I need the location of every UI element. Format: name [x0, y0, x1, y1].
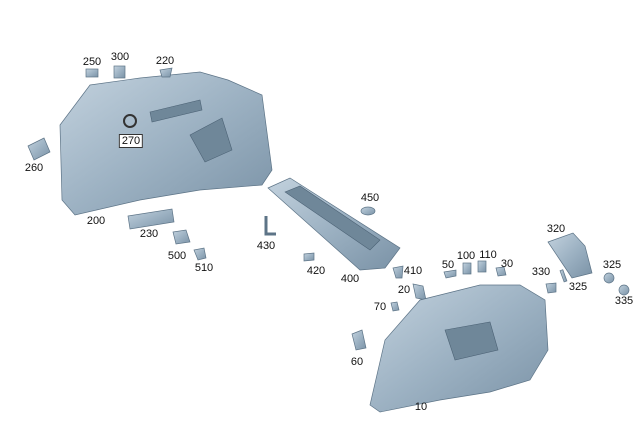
- sill-ribs: [284, 185, 381, 251]
- callout-300: 300: [110, 51, 130, 63]
- hook-270: [123, 114, 137, 128]
- callout-60: 60: [350, 356, 364, 368]
- cover-230: [127, 208, 175, 230]
- callout-410: 410: [403, 265, 423, 277]
- right-panel-recess: [444, 321, 499, 361]
- clip-450: [360, 206, 376, 216]
- clip-220: [159, 67, 173, 78]
- callout-220: 220: [155, 55, 175, 67]
- callout-430: 430: [256, 240, 276, 252]
- cover-320: [547, 232, 593, 279]
- callout-30: 30: [500, 258, 514, 270]
- callout-325-upper: 325: [602, 259, 622, 271]
- callout-100: 100: [456, 250, 476, 262]
- callout-10: 10: [414, 401, 428, 413]
- fastener-500: [172, 229, 191, 245]
- clip-70: [390, 301, 400, 312]
- callout-400: 400: [340, 273, 360, 285]
- callout-260: 260: [24, 162, 44, 174]
- callout-250: 250: [82, 56, 102, 68]
- callout-335: 335: [614, 295, 634, 307]
- callout-320: 320: [546, 223, 566, 235]
- callout-110: 110: [479, 249, 497, 261]
- bracket-260: [27, 137, 51, 161]
- clip-410: [392, 265, 404, 279]
- callout-420: 420: [306, 265, 326, 277]
- bracket-430: [264, 216, 276, 236]
- clip-300: [113, 65, 126, 79]
- clip-20: [412, 283, 427, 301]
- screw-510: [193, 247, 207, 261]
- callout-330: 330: [531, 266, 551, 278]
- clip-30: [495, 266, 507, 277]
- callout-50: 50: [441, 259, 455, 271]
- left-panel-recess: [189, 117, 233, 163]
- callout-200: 200: [86, 215, 106, 227]
- callout-500: 500: [167, 250, 187, 262]
- callout-70: 70: [373, 301, 387, 313]
- grommet-325: [603, 272, 615, 284]
- clip-50: [443, 269, 457, 279]
- callout-270: 270: [118, 134, 144, 148]
- callout-325-lower: 325: [568, 281, 588, 293]
- grommet-335: [618, 284, 630, 296]
- clip-325-strip: [559, 269, 568, 283]
- left-panel-slot: [149, 99, 203, 123]
- clip-330: [545, 282, 557, 294]
- screw-420: [303, 252, 315, 262]
- clip-100: [462, 262, 472, 275]
- callout-450: 450: [360, 192, 380, 204]
- clip-110: [477, 260, 487, 273]
- left-trim-panel-200: [59, 71, 273, 216]
- clip-250: [85, 68, 99, 78]
- callout-510: 510: [194, 262, 214, 274]
- bracket-60: [351, 329, 367, 351]
- callout-20: 20: [397, 284, 411, 296]
- callout-230: 230: [139, 228, 159, 240]
